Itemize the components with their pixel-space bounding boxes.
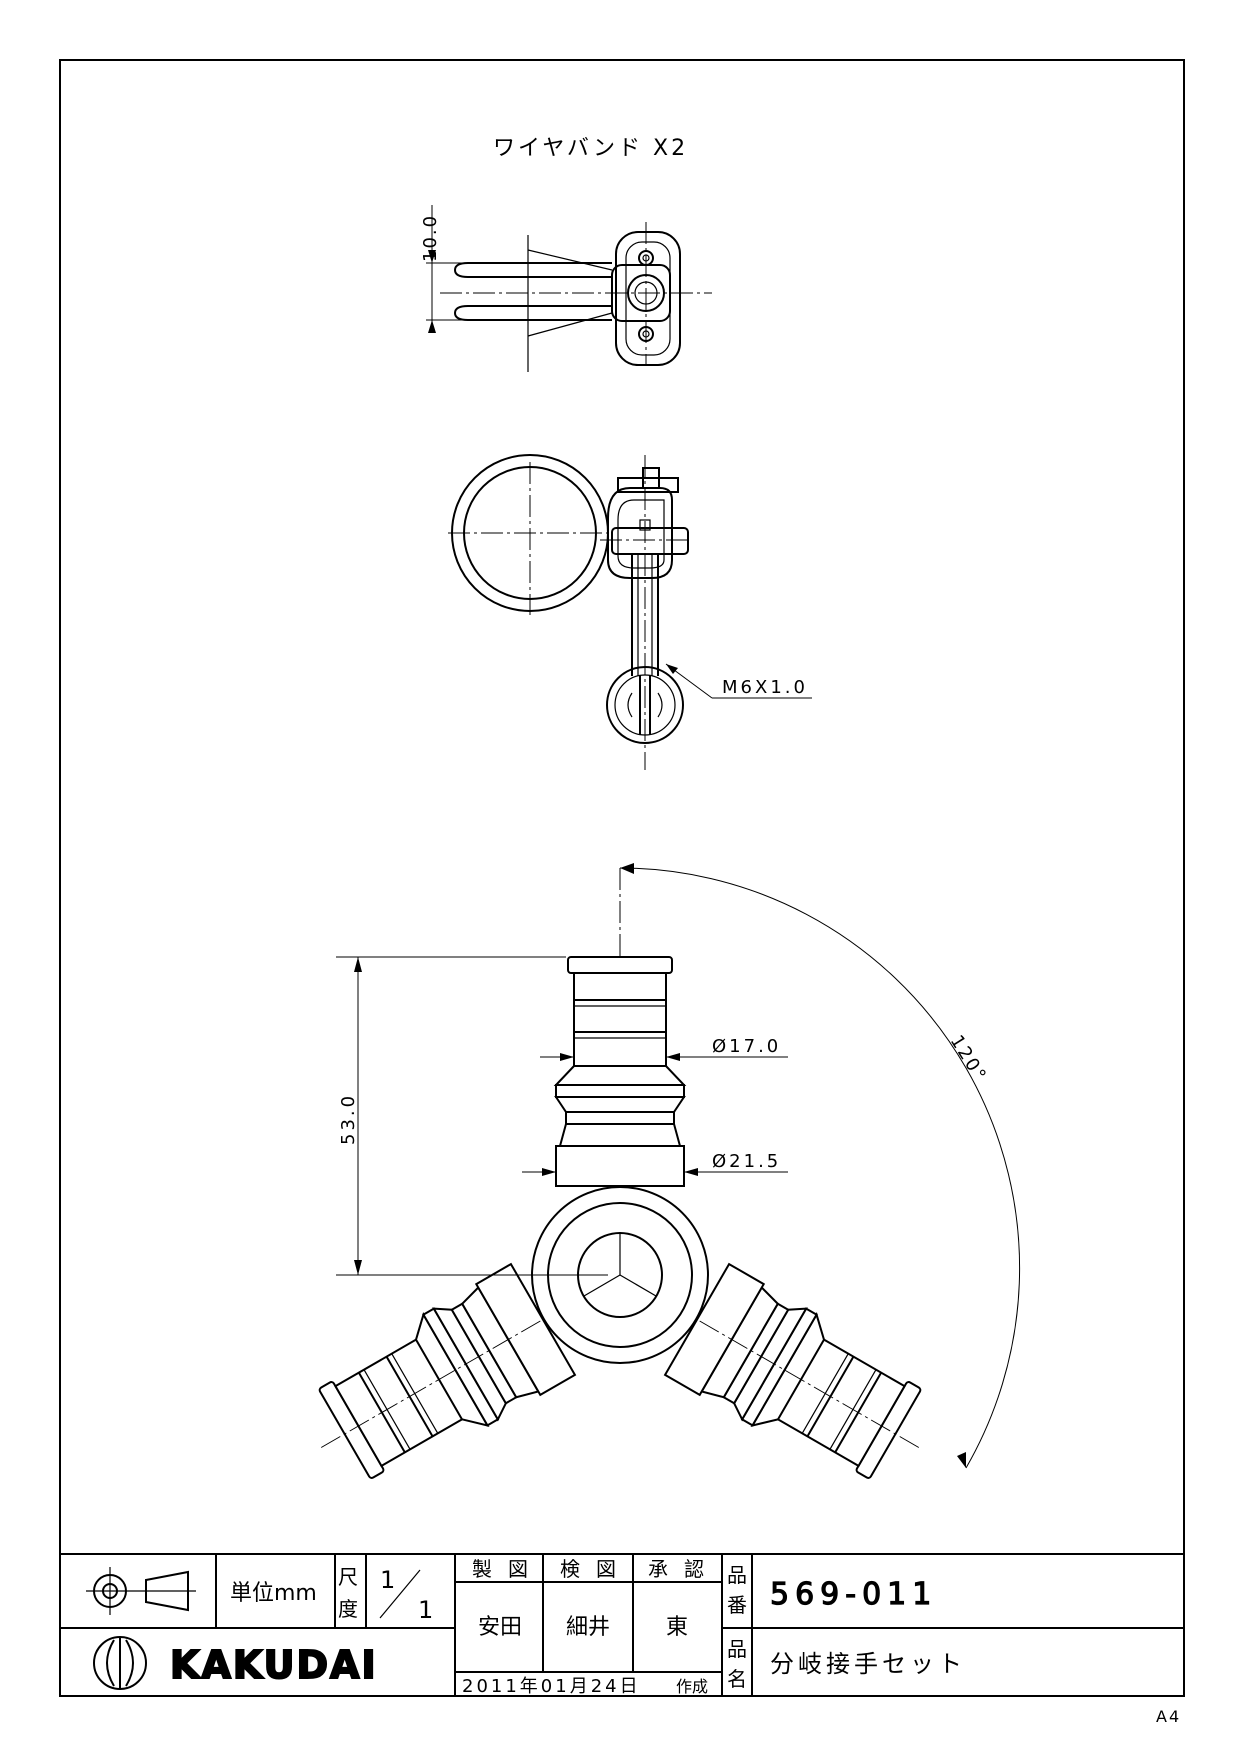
creation-date: 2011年01月24日 — [462, 1676, 641, 1697]
scale-label-2: 度 — [338, 1597, 358, 1621]
part-number: 569-011 — [770, 1577, 937, 1612]
dim-band-width: 10.0 — [420, 214, 441, 262]
unit-label: 単位mm — [230, 1581, 317, 1606]
branch-fitting-view: 120° — [318, 863, 1021, 1479]
drawn-by: 安田 — [478, 1615, 522, 1640]
scale-numerator: 1 — [380, 1566, 395, 1594]
thread-callout: M6X1.0 — [722, 677, 808, 698]
part-name: 分岐接手セット — [770, 1650, 966, 1678]
approved-label: 承認 — [648, 1557, 720, 1581]
top-label: ワイヤバンド X2 — [493, 136, 688, 161]
checked-label: 検図 — [560, 1557, 632, 1581]
dim-angle: 120° — [946, 1032, 991, 1087]
scale-label-1: 尺 — [338, 1565, 358, 1589]
part-name-label-1: 品 — [727, 1637, 747, 1661]
part-number-label-1: 品 — [727, 1563, 747, 1587]
dim-diameter-inner: Ø21.5 — [712, 1151, 781, 1172]
dim-length: 53.0 — [338, 1093, 359, 1145]
drawn-label: 製図 — [472, 1557, 544, 1581]
date-suffix: 作成 — [676, 1677, 708, 1696]
kakudai-logo: KAKUDAI — [93, 1636, 378, 1690]
logo-text: KAKUDAI — [170, 1643, 378, 1687]
title-block: 単位mm 尺 度 1 1 KAKUDAI 製図 検図 承認 安田 細井 東 20… — [59, 1553, 1185, 1697]
checked-by: 細井 — [566, 1615, 610, 1640]
wire-band-side-view: M6X1.0 — [448, 454, 812, 770]
part-number-label-2: 番 — [727, 1593, 747, 1617]
wire-band-top-view: 10.0 — [420, 205, 712, 372]
drawing-frame — [59, 59, 1185, 1697]
dim-diameter-outer: Ø17.0 — [712, 1036, 781, 1057]
third-angle-projection-symbol — [86, 1567, 196, 1615]
paper-size: A4 — [1156, 1707, 1181, 1726]
approved-by: 東 — [666, 1615, 688, 1640]
part-name-label-2: 名 — [727, 1667, 747, 1691]
scale-denominator: 1 — [418, 1596, 433, 1624]
